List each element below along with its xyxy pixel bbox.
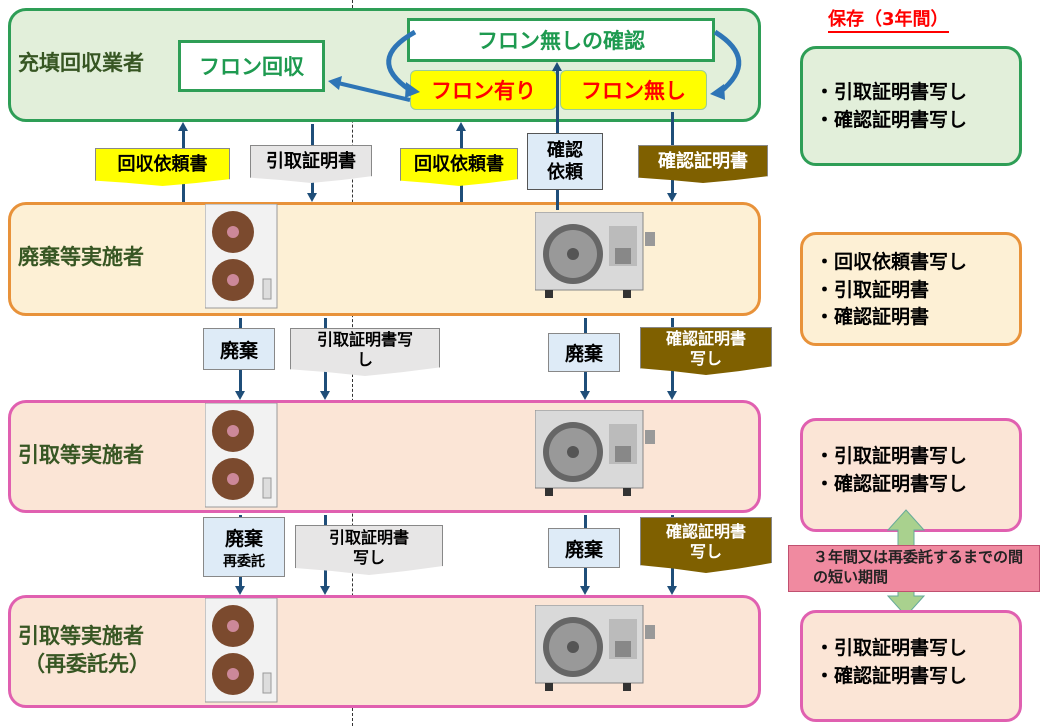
takeover-copy-doc: 引取証明書写し — [295, 525, 443, 575]
storage-item: ・確認証明書写し — [815, 108, 968, 131]
storage-title: 保存（3年間） — [828, 8, 949, 34]
storage-item: ・確認証明書 — [815, 306, 930, 329]
storage-period-note: ３年間又は再委託するまでの間の短い期間 — [788, 545, 1040, 592]
taker-sub-label-1: 引取等実施者 — [18, 624, 144, 648]
dispose-box: 廃棄 — [203, 328, 275, 370]
air-conditioner-tall-3 — [205, 598, 278, 703]
taker-sub-label-2: （再委託先） — [24, 652, 150, 676]
freon-recovery-box: フロン回収 — [178, 40, 325, 92]
freon-free-check-box: フロン無しの確認 — [407, 18, 715, 62]
air-conditioner-wide-1 — [535, 212, 656, 299]
storage-item: ・引取証明書写し — [815, 445, 968, 467]
taker-label: 引取等実施者 — [18, 443, 144, 467]
check-request-box: 確認依頼 — [527, 133, 603, 190]
storage-collector: ・引取証明書写し ・確認証明書写し — [800, 46, 1022, 166]
storage-item: ・引取証明書写し — [815, 637, 968, 659]
disposer-label: 廃棄等実施者 — [18, 245, 144, 269]
dispose-label: 廃棄 — [224, 527, 263, 550]
takeover-copy-doc: 引取証明書写し — [290, 328, 440, 376]
check-copy-doc: 確認証明書写し — [640, 327, 772, 375]
air-conditioner-tall-1 — [205, 204, 278, 309]
collector-label: 充填回収業者 — [18, 51, 144, 75]
storage-item: ・引取証明書 — [815, 278, 930, 301]
dispose-box: 廃棄 — [548, 333, 620, 372]
check-cert-doc: 確認証明書 — [638, 145, 768, 183]
storage-taker-sub: ・引取証明書写し ・確認証明書写し — [800, 610, 1022, 722]
with-freon-box: フロン有り — [410, 70, 557, 110]
air-conditioner-wide-3 — [535, 605, 656, 692]
curved-arrows — [328, 29, 742, 102]
redelegate-label: 再委託 — [223, 553, 265, 570]
storage-item: ・確認証明書写し — [815, 664, 968, 687]
storage-disposer: ・回収依頼書写し ・引取証明書 ・確認証明書 — [800, 232, 1022, 346]
dispose-box: 廃棄 — [548, 528, 620, 568]
without-freon-box: フロン無し — [560, 70, 707, 110]
dispose-redelegate-box: 廃棄 再委託 — [203, 517, 285, 577]
air-conditioner-tall-2 — [205, 403, 278, 508]
check-copy-doc: 確認証明書写し — [640, 517, 772, 573]
recovery-request-doc: 回収依頼書 — [400, 148, 518, 186]
storage-item: ・確認証明書写し — [815, 472, 968, 495]
recovery-request-doc: 回収依頼書 — [95, 148, 230, 186]
storage-item: ・引取証明書写し — [815, 81, 968, 103]
storage-item: ・回収依頼書写し — [815, 251, 968, 273]
takeover-cert-doc: 引取証明書 — [250, 145, 372, 183]
air-conditioner-wide-2 — [535, 410, 656, 497]
